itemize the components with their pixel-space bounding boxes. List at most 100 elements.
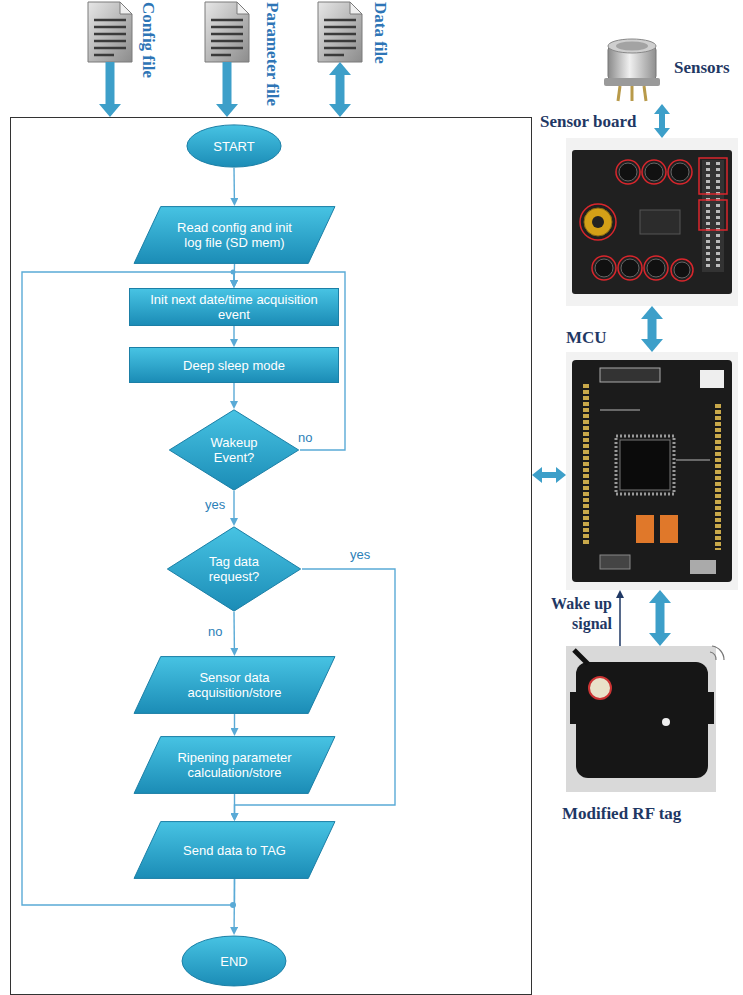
sensor-board-photo (668, 160, 692, 184)
file-label: Parameter file (262, 2, 282, 106)
rf-tag-photo (566, 646, 716, 792)
connector-arrow (233, 879, 235, 928)
gas-sensor-photo (631, 86, 634, 101)
sensor-board-photo (572, 150, 732, 294)
wireless-waves (710, 646, 724, 660)
sensor-board-photo (566, 138, 738, 306)
para-shape (134, 737, 335, 794)
diamond-shape (169, 410, 298, 490)
mcu-board-photo (676, 460, 710, 461)
connector-arrow (233, 612, 235, 649)
mcu-board-photo (566, 352, 738, 590)
sensor-board-photo (640, 210, 680, 234)
connector-arrow (233, 326, 234, 340)
edge-label: Wake up signal (542, 594, 612, 634)
gas-sensor-photo (616, 42, 648, 51)
process-box: Deep sleep mode (129, 347, 339, 383)
mcu-board-photo (660, 515, 678, 543)
part-label: Sensors (674, 58, 730, 78)
node-text: Send data to TAG (183, 843, 286, 858)
sensor-board-photo (702, 160, 724, 272)
ellipse-shape (187, 125, 281, 167)
edge-label: yes (348, 547, 372, 562)
mcu-board-photo (600, 368, 660, 382)
wireless-waves (712, 646, 724, 660)
node-text: Sensor data acquisition/store (172, 670, 297, 700)
connector-arrow (223, 62, 232, 105)
gas-sensor-photo (608, 39, 656, 53)
mcu-board-photo (600, 555, 630, 569)
gas-sensor-photo (604, 78, 660, 86)
file-icons (88, 2, 362, 62)
file-icons (318, 2, 362, 62)
node-text: Read config and init log file (SD mem) (172, 220, 297, 250)
mcu-board-photo (636, 515, 654, 543)
sensor-photo: Sensors (596, 32, 668, 104)
part-label: Sensor board (540, 112, 637, 132)
connector-arrow (619, 597, 621, 646)
file-icon: Parameter file (205, 2, 249, 62)
sensor-board-photo (671, 259, 693, 281)
file-icons (88, 2, 132, 62)
para-shape (134, 657, 335, 714)
sensor-board-photo (644, 256, 668, 280)
connector-arrow (233, 168, 235, 199)
sensor-board-photo: Sensor board (566, 138, 738, 306)
node-text: Wakeup Event? (203, 435, 265, 465)
connector-arrow (659, 113, 665, 129)
wireless-waves (710, 652, 716, 660)
sensor-board-photo (595, 259, 613, 277)
sensor-board-photo (645, 163, 663, 181)
rf-tag-photo: Modified RF tag (566, 646, 716, 792)
sensor-board-photo (592, 216, 604, 228)
gas-sensor-photo (618, 86, 620, 101)
io-parallelogram: Read config and init log file (SD mem) (132, 206, 337, 264)
sensor-board-photo (642, 160, 666, 184)
connector-arrow (541, 472, 557, 478)
mcu-board-photo (566, 352, 738, 590)
part-label: Modified RF tag (562, 804, 681, 824)
mcu-board-photo (600, 410, 640, 411)
connector-arrow (656, 602, 665, 634)
diamond-shape (167, 527, 300, 611)
node-text: START (213, 139, 254, 154)
rf-tag-photo (589, 677, 611, 699)
mcu-board-photo (616, 436, 674, 494)
sensor-board-photo (619, 163, 637, 181)
sensor-board-photo (674, 262, 690, 278)
node-text: END (220, 954, 247, 969)
sensor-board-photo (592, 256, 616, 280)
sensor-board-photo (580, 204, 616, 240)
sensor-board-photo (716, 162, 720, 270)
process-box: Init next date/time acquisition event (129, 288, 339, 326)
edge-label: no (296, 430, 314, 445)
sensor-board-photo (584, 208, 612, 236)
ellipse-shape (182, 936, 286, 986)
sensor-board-photo (706, 162, 710, 270)
decision-diamond: Wakeup Event? (168, 409, 300, 491)
file-label: Config file (138, 2, 158, 78)
mcu-photo: MCU (566, 352, 738, 590)
node-text: Tag data request? (202, 554, 266, 584)
mcu-board-photo (620, 440, 670, 490)
connector-arrow (233, 491, 234, 519)
rf-tag-photo (566, 646, 716, 792)
sensor-board-photo (699, 200, 727, 230)
sensor-board-photo (621, 259, 639, 277)
node-text: Deep sleep mode (183, 358, 285, 373)
para-shape (134, 822, 335, 879)
connector-arrow (234, 794, 235, 814)
terminator-ellipse: START (186, 124, 282, 168)
sensor-board-photo (566, 138, 738, 306)
connector-arrow (648, 318, 657, 340)
file-icon: Data file (318, 2, 362, 62)
io-parallelogram: Send data to TAG (132, 821, 337, 879)
sensor-board-photo (699, 158, 727, 194)
file-icons (205, 2, 249, 62)
para-shape (134, 207, 335, 264)
rf-tag-photo (662, 718, 670, 726)
edge-label: no (206, 624, 224, 639)
